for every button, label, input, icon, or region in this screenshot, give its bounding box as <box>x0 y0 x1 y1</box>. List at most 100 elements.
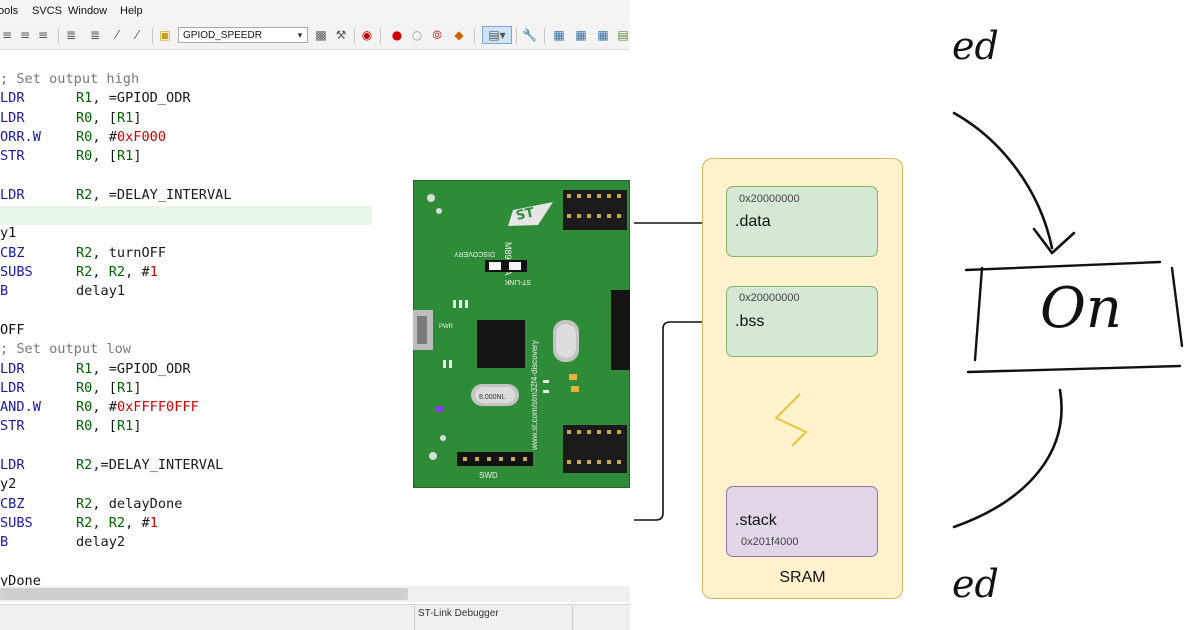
code-operands: R0, [R1] <box>76 418 142 435</box>
current-line-highlight <box>0 206 372 225</box>
code-operands: R2, turnOFF <box>76 244 167 261</box>
sketch-arrowhead <box>1032 227 1076 255</box>
tools-icon[interactable]: ⚒ <box>335 28 347 42</box>
wrench-icon[interactable]: 🔧 <box>522 28 537 42</box>
code-operands: R1, =GPIOD_ODR <box>76 360 191 377</box>
sketch-box-left <box>973 266 984 362</box>
code-mnemonic: STR <box>0 148 25 165</box>
menu-tools[interactable]: ools <box>0 5 19 17</box>
code-operands: R2, R2, #1 <box>76 264 158 280</box>
board-discovery-label: DISCOVERY <box>454 250 495 257</box>
sketch-lower-curve <box>952 388 1063 529</box>
breakpoint-icon[interactable]: ● <box>391 28 403 42</box>
stack-address: 0x201f4000 <box>741 536 799 548</box>
manage-icon[interactable]: ▦ <box>575 28 587 42</box>
sram-label: SRAM <box>779 569 826 586</box>
code-operands: R2, R2, #1 <box>76 514 158 531</box>
code-comment: ; Set output high <box>0 71 140 87</box>
crystal <box>553 320 579 362</box>
stm32f4-discovery-board: ST M8997A DISCOVERY ST-LINK 8. <box>413 180 630 488</box>
code-mnemonic: SUBS <box>0 264 33 280</box>
swd-header <box>457 452 533 466</box>
code-operands: R1, =GPIOD_ODR <box>76 90 191 107</box>
board-swd-label: SWD <box>479 471 498 480</box>
code-operands: delay1 <box>76 283 126 300</box>
usb-connector <box>413 310 433 350</box>
books-icon[interactable]: ▤ <box>617 28 629 42</box>
comment-icon[interactable]: ⁄ <box>115 28 118 42</box>
code-mnemonic: LDR <box>0 109 25 126</box>
bss-address: 0x20000000 <box>739 292 800 304</box>
data-segment <box>726 186 878 257</box>
crystal-label: 8.000NL <box>479 394 506 401</box>
svg-text:ST: ST <box>515 205 536 223</box>
chevron-down-icon[interactable]: ▾ <box>297 30 303 40</box>
uncomment-icon[interactable]: ⁄ <box>135 28 138 42</box>
st-logo: ST <box>508 202 553 226</box>
code-mnemonic: CBZ <box>0 495 25 512</box>
sketch-bottom-text: ed <box>952 562 999 606</box>
sketch-box-top <box>964 260 1162 272</box>
symbol-combo-value: GPIOD_SPEEDR <box>183 30 262 41</box>
code-mnemonic: SUBS <box>0 514 33 531</box>
sketch-state-label: On <box>1040 276 1122 341</box>
code-mnemonic: LDR <box>0 457 25 473</box>
pin-header <box>563 425 627 473</box>
code-operands: R2, =DELAY_INTERVAL <box>76 186 232 203</box>
clear-breakpoint-icon[interactable]: ⦾ <box>432 28 442 42</box>
browse-icon[interactable]: ▩ <box>315 28 327 42</box>
board-stlink-label: ST-LINK <box>504 278 531 285</box>
indent-icon[interactable]: ≡ <box>19 28 31 42</box>
breakpoint-disabled-icon[interactable]: ○ <box>411 28 423 42</box>
code-label: y1 <box>0 225 17 242</box>
toolbar-separator <box>354 28 355 44</box>
led <box>435 406 443 412</box>
code-mnemonic: LDR <box>0 379 25 396</box>
unindent-icon[interactable]: ≣ <box>89 28 101 42</box>
horizontal-scrollbar-thumb[interactable] <box>0 588 408 600</box>
unindent-icon[interactable]: ≣ <box>65 28 77 42</box>
code-mnemonic: B <box>0 283 9 300</box>
toolbar-separator <box>380 28 381 44</box>
code-label: OFF <box>0 321 25 338</box>
toolbar-separator <box>544 28 545 44</box>
toolbar-separator <box>516 28 517 44</box>
sketch-box-bottom <box>966 364 1182 374</box>
sketch-arrow-curve <box>952 111 1054 250</box>
board-url: www.st.com/stm32f4-discovery <box>530 340 539 451</box>
window-layout-icon[interactable]: ▤▾ <box>482 26 512 44</box>
bss-segment <box>726 286 878 357</box>
toolbar-separator <box>474 28 475 44</box>
indent-icon[interactable]: ≡ <box>1 28 13 42</box>
code-mnemonic: AND.W <box>0 399 41 416</box>
toolbar-separator <box>58 28 59 44</box>
status-bar <box>0 604 630 630</box>
symbol-combo[interactable]: GPIOD_SPEEDR ▾ <box>178 27 308 43</box>
toolbar-separator <box>152 28 153 44</box>
find-icon[interactable]: ▣ <box>159 28 171 42</box>
code-operands: R0, #0xF000 <box>76 128 167 145</box>
code-operands: R2, delayDone <box>76 495 183 512</box>
pack-icon[interactable]: ▦ <box>553 28 565 42</box>
st-link-jumpers <box>485 260 527 272</box>
code-mnemonic: LDR <box>0 90 25 107</box>
kill-breakpoints-icon[interactable]: ◆ <box>454 28 464 42</box>
board-part-number: M8997A <box>503 242 513 276</box>
select-pack-icon[interactable]: ▦ <box>597 28 609 42</box>
code-mnemonic: CBZ <box>0 244 25 261</box>
bss-label: .bss <box>735 313 765 330</box>
growth-zigzag-icon <box>774 393 808 447</box>
menu-help[interactable]: Help <box>120 5 143 17</box>
code-mnemonic: STR <box>0 418 25 435</box>
code-operands: R0, [R1] <box>76 109 142 126</box>
indent-icon[interactable]: ≡ <box>37 28 49 42</box>
menu-svcs[interactable]: SVCS <box>32 5 62 17</box>
code-operands: delay2 <box>76 534 126 551</box>
debug-icon[interactable]: ◉ <box>361 28 373 42</box>
arrow-to-bss <box>634 315 726 521</box>
menu-window[interactable]: Window <box>68 5 108 17</box>
code-operands: R0, [R1] <box>76 148 142 165</box>
data-label: .data <box>735 213 771 230</box>
